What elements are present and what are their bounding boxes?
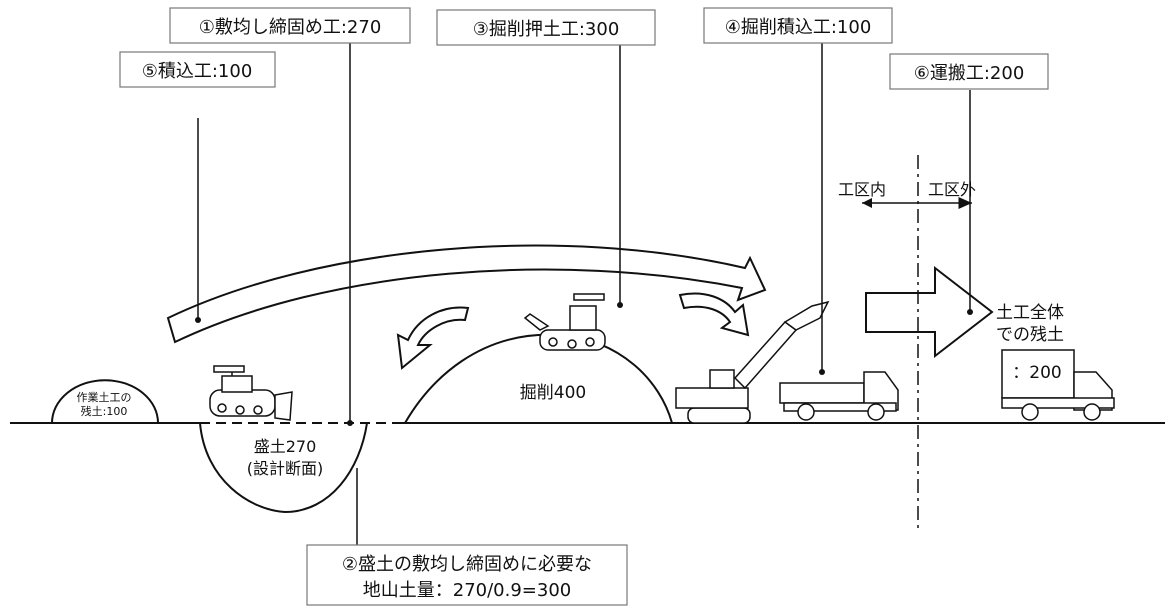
export-block-arrow — [865, 265, 994, 359]
label-box-op1: ①敷均し締固め工:270 — [169, 7, 411, 44]
leader-op5-dot — [195, 317, 201, 323]
dump-truck-outside — [1001, 349, 1115, 421]
excavator — [675, 300, 830, 424]
cut-label: 掘削400 — [520, 383, 586, 403]
residual-soil-label-1: 作業土工の — [77, 391, 132, 404]
fill-section — [199, 422, 368, 514]
zone-outside-label: 工区外 — [928, 180, 976, 199]
overall-residual-label-1: 土工全体 — [996, 303, 1064, 323]
push-arrow-left — [396, 306, 470, 370]
fill-design-label: (設計断面) — [247, 459, 324, 478]
residual-soil-mound — [51, 379, 159, 424]
leader-op4-dot — [819, 369, 825, 375]
truck-load-label: ：200 — [1012, 363, 1061, 383]
op6-label: ⑥運搬工:200 — [914, 63, 1025, 84]
dump-truck-inside — [779, 371, 899, 421]
bulldozer-fill — [209, 365, 293, 421]
zone-arrow-left-head — [862, 198, 872, 208]
op3-label: ③掘削押土工:300 — [473, 19, 620, 40]
bulldozer-cut — [523, 293, 606, 351]
cut-mound — [404, 333, 673, 424]
label-box-op4: ④掘削積込工:100 — [703, 7, 893, 44]
op4-label: ④掘削積込工:100 — [725, 17, 872, 38]
op2-label-1: ②盛土の敷均し締固めに必要な — [342, 554, 592, 575]
overall-residual-label-2: での残土 — [996, 325, 1064, 345]
label-box-op5: ⑤積込工:100 — [119, 51, 276, 88]
leader-op3-dot — [617, 302, 623, 308]
leader-op6-dot — [967, 309, 973, 315]
op5-label: ⑤積込工:100 — [142, 61, 253, 82]
zone-inside-label: 工区内 — [838, 180, 886, 199]
long-transfer-arrow — [166, 244, 767, 344]
leader-op1-dot — [347, 420, 353, 426]
fill-label: 盛土270 — [254, 437, 317, 456]
label-box-op3: ③掘削押土工:300 — [436, 9, 656, 46]
op2-label-2: 地山土量：270/0.9=300 — [363, 580, 572, 601]
op1-label: ①敷均し締固め工:270 — [199, 17, 382, 38]
push-arrow-right — [678, 292, 750, 337]
label-box-op6: ⑥運搬工:200 — [889, 53, 1049, 90]
residual-soil-label-2: 残土:100 — [81, 404, 128, 418]
label-box-op2: ②盛土の敷均し締固めに必要な 地山土量：270/0.9=300 — [306, 544, 628, 606]
